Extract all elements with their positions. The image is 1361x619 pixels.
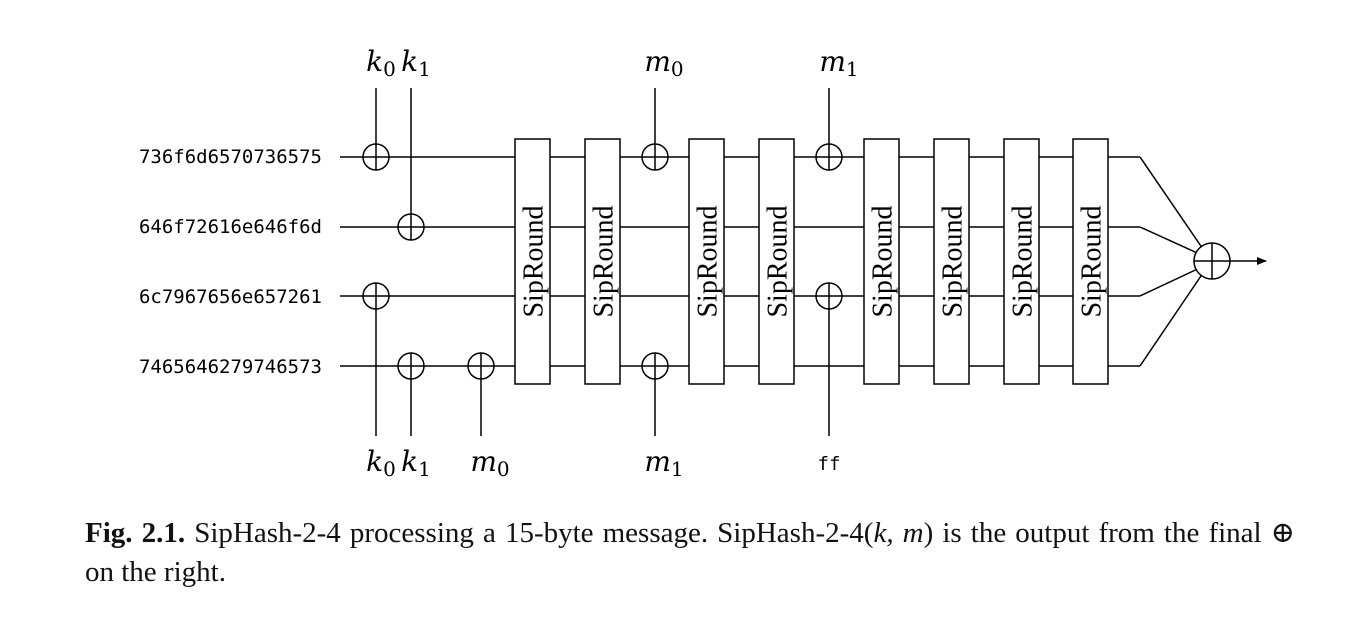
sipround-box: SipRound [1003, 138, 1040, 385]
sipround-label: SipRound [1008, 205, 1039, 317]
fan-in-line [1139, 156, 1206, 253]
xor-node [397, 352, 425, 380]
xor-node [641, 143, 669, 171]
sipround-box: SipRound [863, 138, 900, 385]
xor-node [397, 213, 425, 241]
sipround-box: SipRound [1072, 138, 1109, 385]
sipround-label: SipRound [519, 205, 550, 317]
bottom-label-k0: k0 [366, 445, 396, 481]
xor-nodes [362, 143, 1231, 380]
lane-init-label-2: 6c7967656e657261 [139, 286, 322, 308]
sipround-label: SipRound [868, 205, 899, 317]
xor-node [362, 143, 390, 171]
top-label-k1: k1 [401, 45, 431, 81]
lane-init-label-1: 646f72616e646f6d [139, 216, 322, 238]
sipround-box: SipRound [688, 138, 725, 385]
top-label-k0: k0 [366, 45, 396, 81]
sipround-label: SipRound [763, 205, 794, 317]
bottom-label-m1: m1 [644, 445, 683, 481]
bottom-label-m0: m0 [470, 445, 509, 481]
caption-text-middle: ) is the output from the final [923, 517, 1271, 549]
sipround-box: SipRound [933, 138, 970, 385]
siphash-diagram: 736f6d6570736575 646f72616e646f6d 6c7967… [139, 45, 1267, 481]
xor-node [1193, 242, 1231, 280]
bottom-label-k1: k1 [401, 445, 431, 481]
caption-args: k, m [873, 517, 924, 549]
lane-init-label-0: 736f6d6570736575 [139, 146, 322, 168]
xor-node [641, 352, 669, 380]
bottom-label-ff: ff [818, 453, 841, 475]
sipround-box: SipRound [584, 138, 621, 385]
sipround-label: SipRound [693, 205, 724, 317]
sipround-label: SipRound [938, 205, 969, 317]
xor-node [815, 143, 843, 171]
caption-text-after: on the right. [85, 556, 226, 588]
xor-node [815, 282, 843, 310]
xor-node [467, 352, 495, 380]
lane-wires [340, 156, 1267, 367]
caption-label: Fig. 2.1. [85, 517, 186, 549]
top-label-m1: m1 [819, 45, 858, 81]
sipround-box: SipRound [514, 138, 551, 385]
sipround-label: SipRound [589, 205, 620, 317]
caption-text-before: SipHash-2-4 processing a 15-byte message… [185, 517, 874, 549]
caption-xor-symbol: ⊕ [1270, 517, 1295, 549]
fan-in-line [1139, 226, 1206, 258]
sipround-box: SipRound [758, 138, 795, 385]
siproundsgroup: SipRound SipRound SipRound SipRound SipRound… [514, 138, 1109, 385]
top-label-m0: m0 [644, 45, 683, 81]
xor-node [362, 282, 390, 310]
lane-init-label-3: 7465646279746573 [139, 356, 322, 378]
sipround-label: SipRound [1077, 205, 1108, 317]
fan-in-line [1139, 264, 1206, 297]
fan-in-line [1139, 269, 1206, 367]
figure-caption: Fig. 2.1. SipHash-2-4 processing a 15-by… [85, 514, 1295, 592]
